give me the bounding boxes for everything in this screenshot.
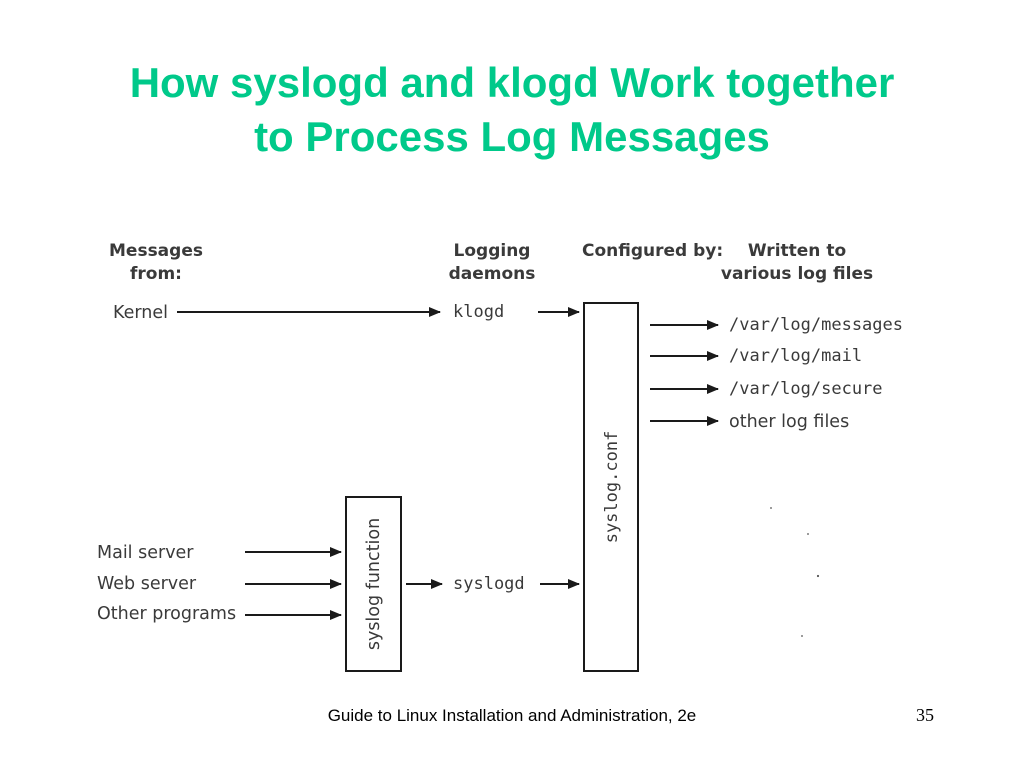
log-file-secure: /var/log/secure (729, 379, 883, 399)
slide-footer: Guide to Linux Installation and Administ… (327, 706, 697, 725)
header-messages-from-2: from: (130, 264, 182, 284)
page-number: 35 (916, 705, 934, 725)
source-mail-server: Mail server (97, 543, 194, 563)
log-file-messages: /var/log/messages (729, 315, 903, 335)
source-kernel: Kernel (113, 303, 168, 323)
slide-title: How syslogd and klogd Work together to P… (0, 56, 1024, 164)
header-configured-by: Configured by: (582, 241, 723, 261)
header-logging-daemons-2: daemons (449, 264, 536, 284)
header-logging-daemons-1: Logging (454, 241, 531, 261)
stray-dot (807, 533, 809, 535)
daemon-klogd: klogd (453, 302, 504, 322)
syslog-function-label: syslog function (364, 518, 384, 650)
source-other-programs: Other programs (97, 604, 236, 624)
daemon-syslogd: syslogd (453, 574, 525, 594)
log-file-mail: /var/log/mail (729, 346, 862, 366)
syslog-conf-box (583, 302, 639, 672)
stray-dot (801, 635, 803, 637)
slide-title-line-2: to Process Log Messages (254, 113, 770, 160)
config-file-label: syslog.conf (602, 431, 622, 544)
syslog-function-box (345, 496, 402, 672)
header-written-to-1: Written to (748, 241, 846, 261)
log-file-other: other log files (729, 412, 849, 432)
stray-dot (770, 507, 772, 509)
slide-title-line-1: How syslogd and klogd Work together (129, 59, 895, 106)
stray-dot (816, 574, 820, 578)
source-web-server: Web server (97, 574, 197, 594)
header-messages-from-1: Messages (109, 241, 203, 261)
header-written-to-2: various log files (721, 264, 873, 284)
